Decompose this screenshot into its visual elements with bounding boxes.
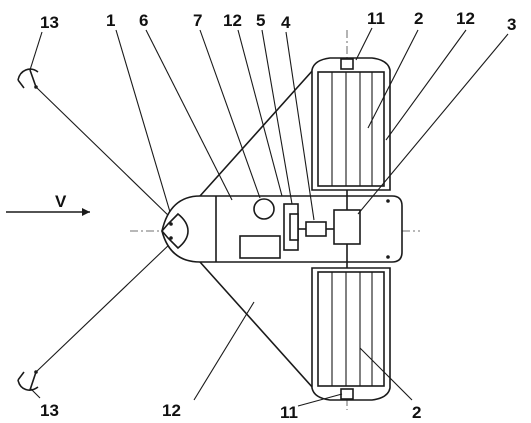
coupling-inner	[289, 213, 299, 241]
leader-1	[115, 29, 171, 213]
tether-line-upper	[35, 86, 173, 220]
velocity-arrow-icon	[6, 208, 90, 216]
wing-edge-lower	[199, 261, 323, 399]
rotor-pod-lower	[311, 267, 391, 401]
label-4: 4	[281, 13, 291, 32]
label-3: 3	[507, 15, 516, 34]
gauge-icon	[253, 198, 275, 220]
leader-11-top	[355, 27, 373, 61]
anchor-icon-upper	[17, 68, 39, 89]
velocity-label: V	[55, 192, 67, 211]
leader-13-top	[29, 31, 43, 71]
label-12-right: 12	[456, 9, 475, 28]
generator-block	[239, 235, 281, 259]
label-2-top: 2	[414, 9, 423, 28]
label-2-bottom: 2	[412, 403, 421, 422]
leader-12-bottom	[193, 301, 255, 401]
label-11-top: 11	[367, 9, 385, 28]
leader-12-right	[385, 29, 467, 141]
tether-line-lower	[35, 241, 173, 373]
gearbox-block	[333, 209, 361, 245]
leader-6	[145, 29, 233, 201]
leader-13-bottom	[29, 387, 41, 399]
nose-cone	[160, 212, 189, 250]
label-11-bottom: 11	[280, 403, 298, 422]
label-1: 1	[106, 11, 115, 30]
rotor-pod-upper	[311, 57, 391, 191]
label-6: 6	[139, 11, 148, 30]
leader-11-bottom	[297, 393, 343, 407]
leader-12-top	[237, 29, 283, 197]
hull-body	[161, 195, 403, 263]
leader-7	[199, 29, 261, 199]
leader-4	[285, 31, 315, 221]
label-5: 5	[256, 11, 265, 30]
wing-edge-upper	[199, 59, 323, 197]
end-float-upper	[340, 58, 354, 70]
label-13-bottom: 13	[40, 401, 59, 420]
label-12-top: 12	[223, 11, 242, 30]
anchor-icon-lower	[17, 370, 39, 391]
shaft-housing	[305, 221, 327, 237]
label-7: 7	[193, 11, 202, 30]
end-float-lower	[340, 388, 354, 400]
label-13-top: 13	[40, 13, 59, 32]
leader-3	[357, 33, 509, 215]
leader-2-top	[367, 29, 419, 129]
leader-2-bottom	[359, 347, 413, 401]
leader-5	[261, 29, 293, 205]
label-12-bottom: 12	[162, 401, 181, 420]
